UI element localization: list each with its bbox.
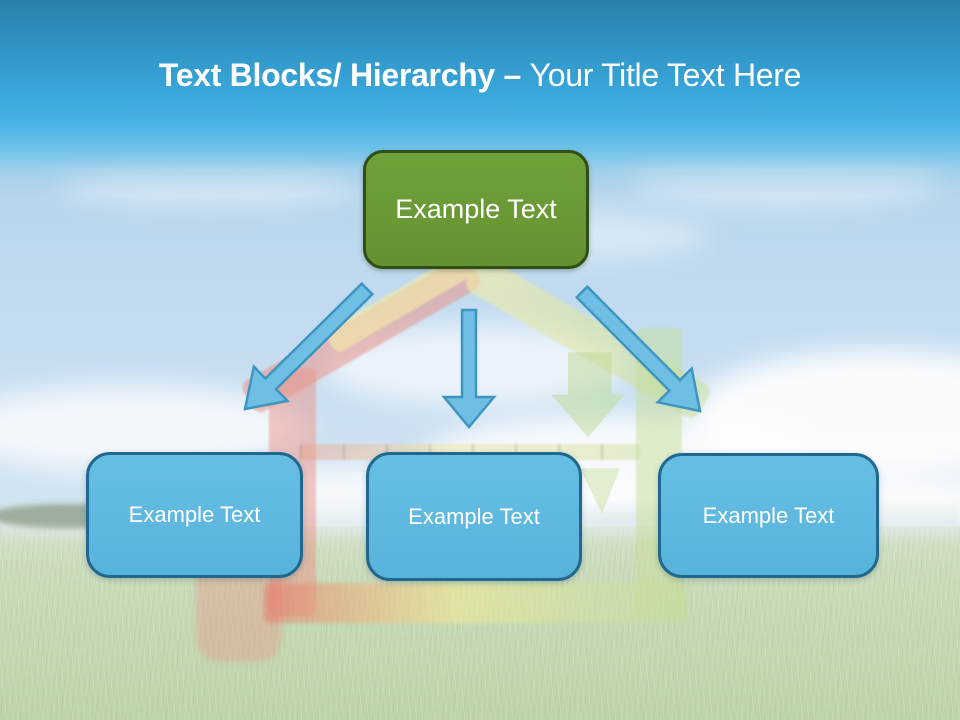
down-right-arrow[interactable] — [574, 284, 702, 413]
child-node-label: Example Text — [408, 503, 540, 529]
child-node-label: Example Text — [702, 502, 835, 528]
down-left-arrow[interactable] — [243, 281, 375, 411]
slide-title-regular: Your Title Text Here — [529, 57, 802, 93]
root-node-label: Example Text — [395, 194, 557, 224]
down-arrow[interactable] — [441, 308, 497, 429]
root-node[interactable]: Example Text — [363, 150, 589, 269]
child-node-1[interactable]: Example Text — [86, 452, 303, 578]
slide-title: Text Blocks/ Hierarchy – Your Title Text… — [0, 54, 960, 96]
child-node-2[interactable]: Example Text — [366, 452, 582, 581]
title-banner: Text Blocks/ Hierarchy – Your Title Text… — [0, 0, 960, 196]
child-node-label: Example Text — [128, 502, 261, 527]
slide-title-bold: Text Blocks/ Hierarchy – — [158, 57, 522, 93]
house-gradient-base — [264, 583, 688, 623]
child-node-3[interactable]: Example Text — [658, 453, 879, 578]
